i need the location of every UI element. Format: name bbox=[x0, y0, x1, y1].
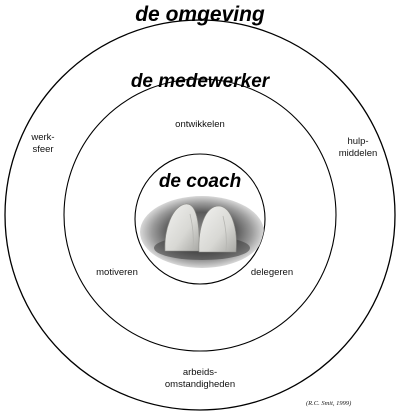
middle-circle-medewerker bbox=[63, 78, 337, 352]
title-de-omgeving: de omgeving bbox=[135, 3, 265, 26]
two-hands-coaching-photo bbox=[140, 196, 264, 268]
inner-circle-coach bbox=[134, 153, 266, 285]
label-motiveren: motiveren bbox=[96, 267, 138, 278]
label-hulp: hulp- bbox=[347, 136, 369, 147]
title-de-medewerker: de medewerker bbox=[130, 71, 270, 92]
label-delegeren: delegeren bbox=[250, 267, 294, 278]
title-de-coach: de coach bbox=[158, 171, 242, 192]
label-sfeer: sfeer bbox=[32, 144, 54, 155]
label-arbeids: arbeids- bbox=[182, 367, 218, 378]
label-middelen: middelen bbox=[338, 148, 378, 159]
credit-text: (R.C. Smit, 1999) bbox=[306, 400, 352, 407]
outer-circle-omgeving bbox=[4, 19, 396, 411]
label-werksfeer: werk- sfeer bbox=[18, 132, 68, 156]
label-omstandigheden: omstandigheden bbox=[164, 379, 236, 390]
label-hulpmiddelen: hulp- middelen bbox=[328, 136, 388, 160]
label-ontwikkelen: ontwikkelen bbox=[175, 119, 225, 130]
label-werk: werk- bbox=[31, 132, 55, 143]
label-arbeidsomstandigheden: arbeids- omstandigheden bbox=[150, 367, 250, 391]
